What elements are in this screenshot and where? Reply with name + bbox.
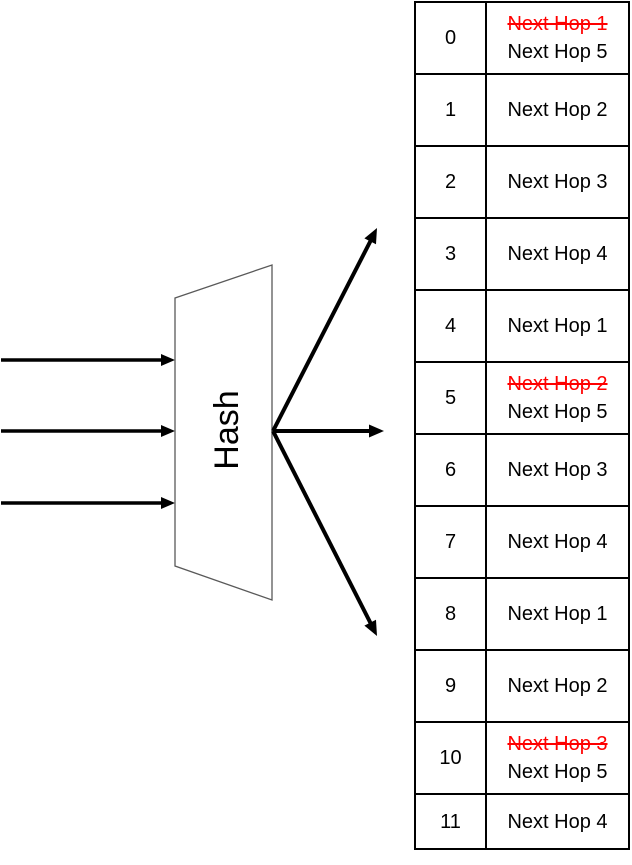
row-value: Next Hop 3 — [507, 459, 608, 481]
table-row: 7 Next Hop 4 — [416, 507, 628, 579]
row-value: Next Hop 5 — [507, 761, 608, 783]
row-index: 9 — [416, 651, 487, 721]
row-index: 6 — [416, 435, 487, 505]
output-arrow-head-icon — [369, 424, 384, 438]
row-value: Next Hop 1 — [507, 315, 608, 337]
output-arrow-head-icon — [364, 228, 377, 245]
row-value: Next Hop 5 — [507, 401, 608, 423]
row-old-value: Next Hop 2 — [507, 373, 608, 395]
row-index: 7 — [416, 507, 487, 577]
row-value: Next Hop 2 — [507, 675, 608, 697]
row-value: Next Hop 1 — [507, 603, 608, 625]
row-value-cell: Next Hop 1 — [487, 579, 628, 649]
input-arrow-head-icon — [161, 497, 175, 509]
output-arrow-head-icon — [364, 619, 377, 636]
table-row: 2 Next Hop 3 — [416, 147, 628, 219]
row-value-cell: Next Hop 2 — [487, 75, 628, 145]
table-row: 1 Next Hop 2 — [416, 75, 628, 147]
row-value: Next Hop 4 — [507, 243, 608, 265]
input-arrow-head-icon — [161, 354, 175, 366]
input-arrows — [1, 354, 175, 509]
hash-trapezoid — [174, 264, 273, 601]
row-value-cell: Next Hop 4 — [487, 795, 628, 848]
table-row: 4 Next Hop 1 — [416, 291, 628, 363]
row-old-value: Next Hop 3 — [507, 733, 608, 755]
table-row: 8 Next Hop 1 — [416, 579, 628, 651]
row-index: 4 — [416, 291, 487, 361]
next-hop-table: 0 Next Hop 1 Next Hop 5 1 Next Hop 2 2 N… — [414, 1, 630, 850]
row-index: 10 — [416, 723, 487, 793]
row-value: Next Hop 3 — [507, 171, 608, 193]
row-old-value: Next Hop 1 — [507, 13, 608, 35]
row-value: Next Hop 2 — [507, 99, 608, 121]
output-arrows — [271, 228, 384, 636]
row-value-cell: Next Hop 3 — [487, 147, 628, 217]
row-value-cell: Next Hop 3 Next Hop 5 — [487, 723, 628, 793]
row-index: 0 — [416, 3, 487, 73]
row-value: Next Hop 5 — [507, 41, 608, 63]
table-row: 11 Next Hop 4 — [416, 795, 628, 848]
row-value: Next Hop 4 — [507, 810, 608, 833]
table-row: 6 Next Hop 3 — [416, 435, 628, 507]
table-row: 10 Next Hop 3 Next Hop 5 — [416, 723, 628, 795]
table-row: 0 Next Hop 1 Next Hop 5 — [416, 3, 628, 75]
row-index: 8 — [416, 579, 487, 649]
table-row: 5 Next Hop 2 Next Hop 5 — [416, 363, 628, 435]
row-index: 1 — [416, 75, 487, 145]
row-index: 5 — [416, 363, 487, 433]
row-value-cell: Next Hop 2 — [487, 651, 628, 721]
row-value-cell: Next Hop 1 — [487, 291, 628, 361]
row-index: 11 — [416, 795, 487, 848]
output-arrow-line — [271, 430, 373, 625]
input-arrow-head-icon — [161, 425, 175, 437]
table-row: 9 Next Hop 2 — [416, 651, 628, 723]
hash-label: Hash — [208, 390, 246, 470]
table-row: 3 Next Hop 4 — [416, 219, 628, 291]
row-value: Next Hop 4 — [507, 531, 608, 553]
output-arrow-line — [271, 239, 373, 432]
row-value-cell: Next Hop 4 — [487, 219, 628, 289]
row-value-cell: Next Hop 4 — [487, 507, 628, 577]
row-index: 3 — [416, 219, 487, 289]
row-index: 2 — [416, 147, 487, 217]
row-value-cell: Next Hop 3 — [487, 435, 628, 505]
row-value-cell: Next Hop 2 Next Hop 5 — [487, 363, 628, 433]
row-value-cell: Next Hop 1 Next Hop 5 — [487, 3, 628, 73]
